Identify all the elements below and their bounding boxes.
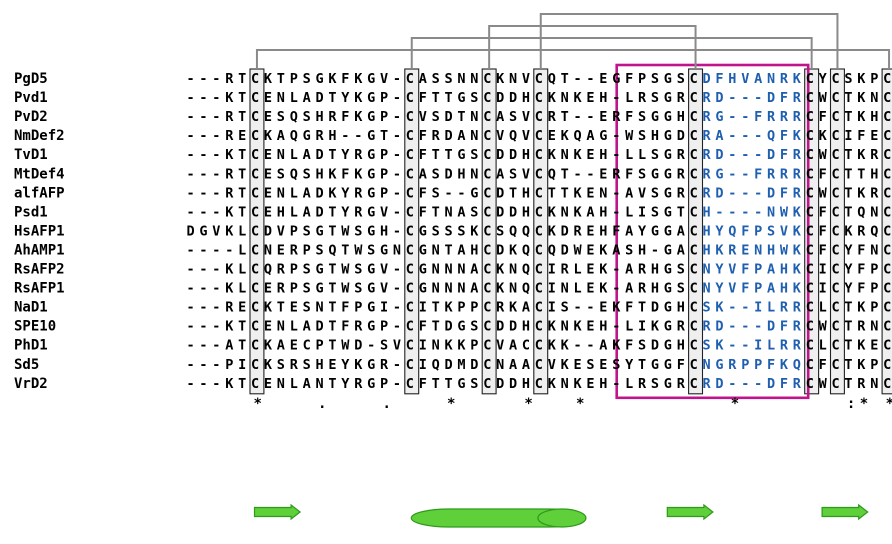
sequence-name: Sd5 — [14, 357, 39, 373]
sequence-name: NaD1 — [14, 300, 48, 316]
alpha-helix-end — [538, 509, 586, 527]
sequence-name: PgD5 — [14, 71, 48, 87]
sequence-name: MtDef4 — [14, 166, 65, 182]
sequence-name: RsAFP1 — [14, 281, 65, 297]
sequence-name: NmDef2 — [14, 128, 65, 144]
beta-strand-arrow — [667, 505, 713, 519]
sequence-name: HsAFP1 — [14, 223, 65, 239]
sequence-name: TvD1 — [14, 147, 48, 163]
beta-strand-arrow — [255, 505, 301, 519]
sequence-name: SPE10 — [14, 319, 56, 335]
disulfide-bond-line — [489, 26, 695, 69]
beta-strand-arrow — [822, 505, 868, 519]
sequence-name: Pvd1 — [14, 90, 48, 106]
sequence-name: AhAMP1 — [14, 242, 65, 258]
disulfide-bond-line — [541, 14, 838, 69]
sequence-name: Psd1 — [14, 204, 48, 220]
sequence-name: RsAFP2 — [14, 262, 65, 278]
sequence-name: PhD1 — [14, 338, 48, 354]
sequence-name: alfAFP — [14, 185, 65, 201]
sequence-name: PvD2 — [14, 109, 48, 125]
sequence-name: VrD2 — [14, 376, 48, 392]
